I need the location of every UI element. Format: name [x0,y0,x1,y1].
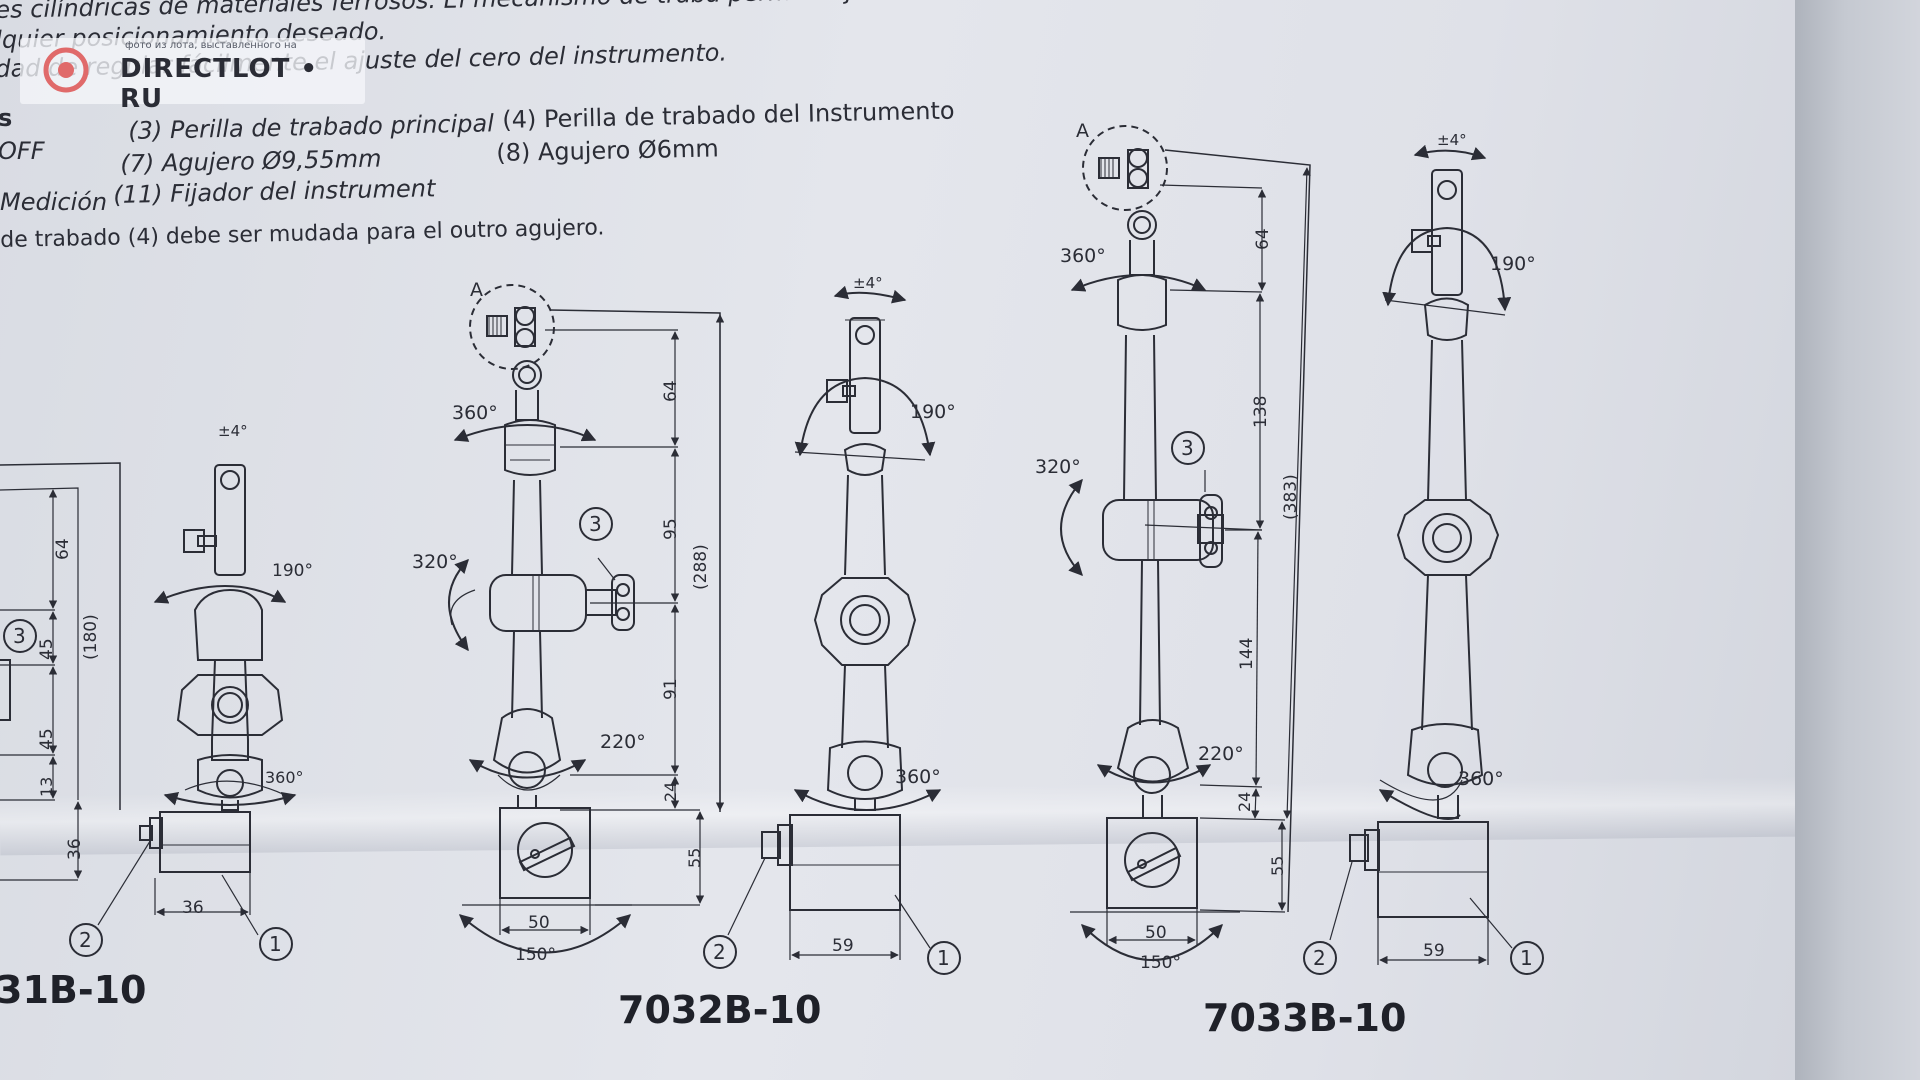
dim-55: 55 [685,848,704,868]
callout-2-circle [1303,941,1337,975]
model-7032b-front-view [448,284,725,954]
technical-drawing: ±4° 190° 360° 3 2 1 64 45 45 13 36 (180)… [0,120,1544,975]
model-7033b-side-view [1303,144,1544,975]
callout-1-circle [259,927,293,961]
detail-a-label: A [1076,120,1089,142]
dim-45a: 45 [37,638,57,660]
angle-label-320: 320° [412,551,458,573]
angle-label-360: 360° [895,766,941,788]
callout-1-number: 1 [1520,946,1533,970]
callout-1-number: 1 [937,946,950,970]
angle-label-220: 220° [1198,743,1244,765]
callout-3-circle [1171,431,1205,465]
callout-2-number: 2 [713,940,726,964]
watermark-brand: DIRECTLOT • RU [120,54,319,114]
legend-medicion: Medición [0,188,108,216]
angle-label-190: 190° [1490,253,1536,275]
dim-50: 50 [1145,923,1167,943]
model-7032b-side-view [703,285,961,975]
dim-50: 50 [528,913,550,933]
model-name-left: 31B-10 [0,968,147,1012]
dim-383: (383) [1281,474,1301,520]
angle-label-360: 360° [265,768,304,787]
dim-59: 59 [1423,941,1445,961]
angle-label-190: 190° [272,561,313,581]
dim-55: 55 [1268,856,1287,876]
watermark-caption: фото из лота, выставленного на [125,40,297,51]
callout-3-number: 3 [13,624,26,648]
dim-180: (180) [81,614,101,660]
directlot-logo-icon [43,47,89,93]
model-7033b-front-view [1060,125,1311,961]
angle-label-pm4: ±4° [218,422,248,440]
callout-1-number: 1 [269,932,282,956]
dim-138: 138 [1251,396,1271,428]
background-surface [1795,0,1920,1080]
callout-3-circle [3,619,37,653]
detail-a-label: A [470,279,483,301]
dim-45b: 45 [37,728,57,750]
instruction-sheet: es cilíndricas de materiales ferrosos. E… [0,0,1800,1080]
callout-1-circle [927,941,961,975]
dim-95: 95 [661,518,681,540]
angle-label-150: 150° [1140,953,1181,973]
dim-24: 24 [1235,792,1254,812]
dim-59: 59 [832,936,854,956]
callout-2-circle [703,935,737,969]
watermark: фото из лота, выставленного на DIRECTLOT… [20,38,365,114]
dim-36-horizontal: 36 [182,898,204,918]
dim-64: 64 [1253,228,1273,250]
callout-2-circle [69,923,103,957]
dim-144: 144 [1237,638,1257,670]
dim-91: 91 [661,678,681,700]
callout-3-number: 3 [589,512,602,536]
callout-3-circle [579,507,613,541]
dim-64: 64 [53,538,73,560]
knob-icon [176,674,284,736]
knob-icon [813,577,917,666]
angle-label-pm4: ±4° [1437,131,1467,149]
dim-288: (288) [691,544,711,590]
legend-s: s [0,104,13,132]
model-31b-stand [0,462,297,961]
angle-label-360: 360° [1458,768,1504,790]
angle-label-190: 190° [910,401,956,423]
model-name-right: 7033B-10 [1203,996,1407,1040]
callout-1-circle [1510,941,1544,975]
callout-3-number: 3 [1181,436,1194,460]
angle-label-pm4: ±4° [853,274,883,292]
knob-icon [1396,499,1500,576]
model-name-middle: 7032B-10 [618,988,822,1032]
angle-label-360: 360° [1060,245,1106,267]
dim-13: 13 [37,777,56,797]
legend-off: OFF [0,137,45,165]
dim-36-vertical: 36 [65,838,85,860]
dim-64: 64 [661,380,681,402]
angle-label-360: 360° [452,402,498,424]
angle-label-320: 320° [1035,456,1081,478]
callout-2-number: 2 [1313,946,1326,970]
callout-2-number: 2 [79,928,92,952]
angle-label-150: 150° [515,945,556,965]
dim-24: 24 [661,782,680,802]
angle-label-220: 220° [600,731,646,753]
